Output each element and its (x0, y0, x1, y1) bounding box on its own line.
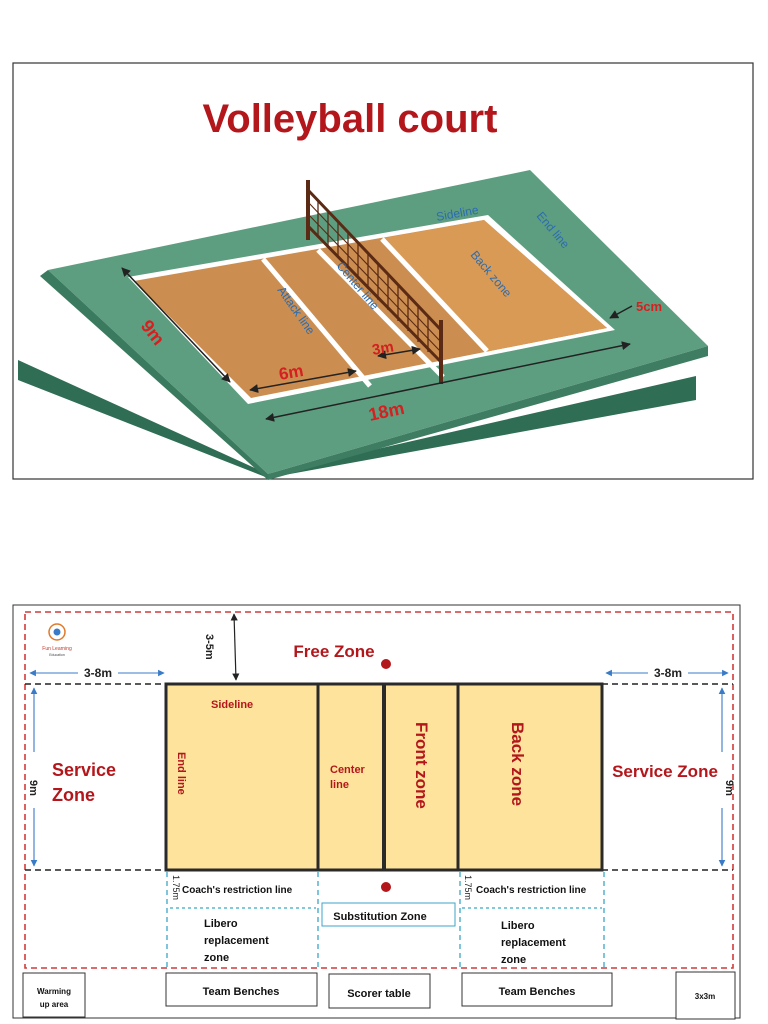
plan-court-figure: Fun Learning Education Free Zone 3-5m 3-… (12, 604, 741, 1020)
team-benches-left-box (165, 972, 318, 1007)
svg-text:Warming: Warming (37, 987, 71, 996)
coach-restriction-left: Coach's restriction line (182, 885, 293, 896)
coach-restriction-right: Coach's restriction line (476, 885, 587, 896)
line-width-arrow (609, 305, 633, 319)
center-dimension-label: 3m (371, 338, 395, 359)
front-zone-label: Front zone (412, 722, 431, 809)
warming-up-box (22, 972, 86, 1018)
substitution-zone-label: Substitution Zone (333, 911, 426, 923)
width-right-dimension: 9m (723, 780, 735, 796)
svg-text:Education: Education (49, 653, 65, 657)
plan-court (164, 682, 604, 872)
service-zone-right: Service Zone (612, 762, 718, 781)
free-zone-boundary (24, 611, 734, 969)
logo: Fun Learning Education (42, 623, 72, 657)
court-title: Volleyball court (203, 97, 498, 141)
width-dimension-arrow (121, 267, 231, 383)
back-zone-label: Back zone (508, 722, 527, 806)
scorer-dot (381, 882, 391, 892)
libero-right-line3: zone (501, 954, 526, 966)
length-dimension-arrow (265, 341, 631, 422)
warmup-size-box (675, 971, 736, 1020)
attack-line-mark (380, 237, 489, 353)
substitution-zone-box (321, 902, 456, 927)
team-benches-right-box (461, 972, 613, 1007)
free-zone-label: Free Zone (293, 642, 374, 661)
width-left-dimension: 9m (27, 780, 39, 796)
attack-dimension-label: 6m (277, 361, 305, 384)
service-right-dimension: 3-8m (654, 666, 682, 680)
svg-text:Scorer table: Scorer table (347, 988, 411, 1000)
coach-dimension-right: 1.75m (463, 875, 473, 900)
svg-text:Team Benches: Team Benches (499, 986, 576, 998)
libero-left-line1: Libero (204, 918, 238, 930)
coach-dimension-left: 1.75m (171, 875, 181, 900)
center-line-label-1: Center (330, 764, 366, 776)
service-zone-left-line1: Service (52, 760, 116, 780)
referee-dot (381, 659, 391, 669)
svg-text:up area: up area (40, 1000, 69, 1009)
perspective-court-figure: Volleyball court (12, 62, 754, 480)
free-zone-dimension: 3-5m (203, 634, 215, 660)
libero-left-line2: replacement (204, 935, 269, 947)
service-left-dimension: 3-8m (84, 666, 112, 680)
scorer-table-box (328, 973, 431, 1009)
warmup-size-label: 3x3m (695, 992, 715, 1001)
free-zone-dimension-arrow (230, 613, 240, 681)
center-line-label-2: line (330, 779, 349, 791)
libero-right-line2: replacement (501, 937, 566, 949)
libero-left-line3: zone (204, 952, 229, 964)
sideline-label: Sideline (211, 699, 253, 711)
service-zone-left-line2: Zone (52, 785, 95, 805)
libero-right-line1: Libero (501, 920, 535, 932)
line-width-label: 5cm (636, 299, 662, 314)
svg-text:Team Benches: Team Benches (203, 986, 280, 998)
svg-text:Fun Learning: Fun Learning (42, 646, 72, 652)
logo-icon (48, 623, 66, 641)
end-line-label: End line (175, 752, 187, 795)
